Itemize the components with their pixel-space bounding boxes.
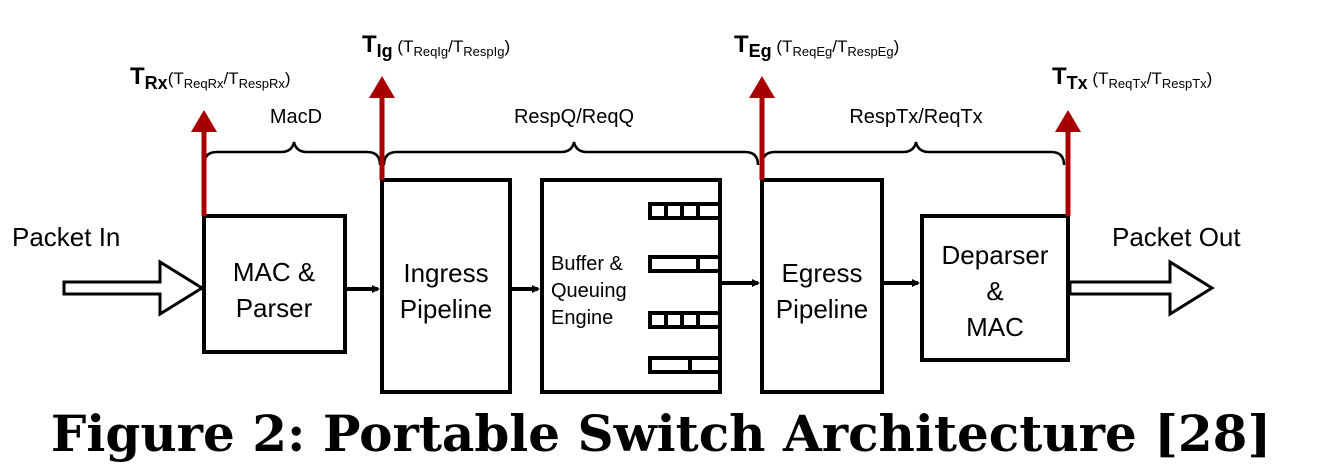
timestamp-marker-tx [1055, 110, 1081, 216]
timestamp-label-tx: TTx (TReqTx/TRespTx) [1052, 63, 1212, 93]
figure-caption: Figure 2: Portable Switch Architecture [… [50, 404, 1272, 463]
queue-icon [648, 311, 720, 329]
timestamp-marker-rx [191, 110, 217, 216]
egress-pipeline-block [760, 178, 884, 394]
queue-icon [648, 202, 720, 220]
mac-parser-block [202, 214, 347, 354]
span-brace [382, 141, 760, 166]
deparser-label-line2: & [986, 276, 1003, 306]
deparser-mac-block [920, 214, 1070, 362]
packet-out-label: Packet Out [1112, 222, 1241, 252]
deparser-label-line3: MAC [966, 312, 1024, 342]
buffer-label-line2: Queuing [551, 280, 627, 302]
mac-parser-label-line1: MAC & [233, 257, 315, 287]
deparser-label-line1: Deparser [942, 240, 1049, 270]
packet-out-arrow [1068, 259, 1215, 317]
timestamp-label-ig: TIg (TReqIg/TRespIg) [362, 31, 510, 61]
ingress-label-line1: Ingress [403, 258, 488, 288]
span-brace [202, 141, 382, 166]
packet-in-arrow [62, 259, 205, 317]
ingress-pipeline-block [380, 178, 512, 394]
mac-parser-label-line2: Parser [236, 293, 313, 323]
egress-label-line1: Egress [782, 258, 863, 288]
span-label-resptx-reqtx: RespTx/ReqTx [849, 106, 982, 128]
queue-icon [648, 356, 720, 374]
ingress-label-line2: Pipeline [400, 294, 493, 324]
span-brace [760, 141, 1066, 166]
buffer-label-line1: Buffer & [551, 253, 624, 275]
queue-icon [648, 255, 720, 273]
buffer-label-line3: Engine [551, 307, 613, 329]
timestamp-label-rx: TRx(TReqRx/TRespRx) [130, 63, 291, 93]
timestamp-marker-eg [749, 76, 775, 180]
span-label-respq-reqq: RespQ/ReqQ [514, 106, 634, 128]
packet-in-label: Packet In [12, 222, 120, 252]
timestamp-marker-ig [369, 76, 395, 180]
timestamp-label-eg: TEg (TReqEg/TRespEg) [734, 31, 899, 61]
egress-label-line2: Pipeline [776, 294, 869, 324]
span-label-macd: MacD [270, 106, 322, 128]
